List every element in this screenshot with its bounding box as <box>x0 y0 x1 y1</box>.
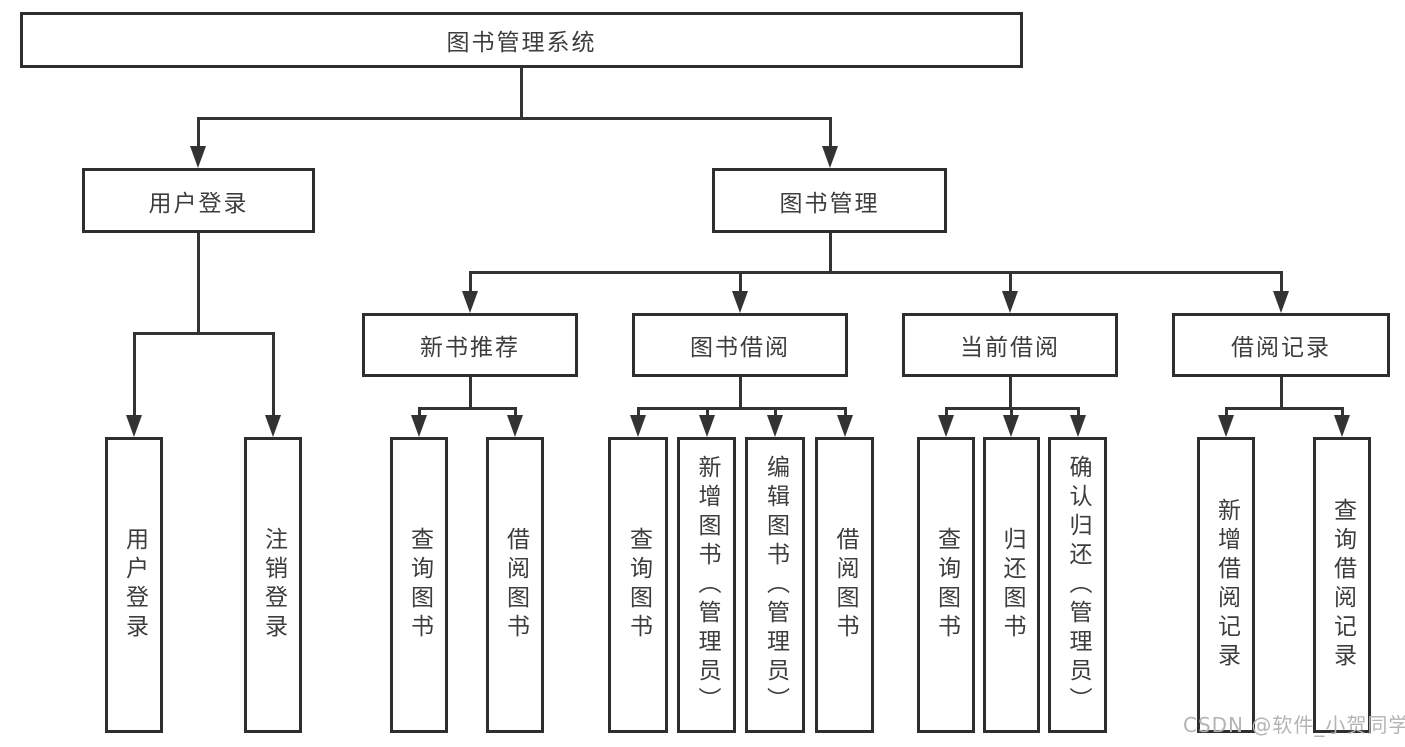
leaf-borrow-add-books-admin-label: 新增图书（管理员） <box>694 454 720 716</box>
leaf-borrow-query-books-label: 查询图书 <box>625 527 652 643</box>
leaf-newbook-borrow-books: 借阅图书 <box>486 437 544 733</box>
leaf-current-query-books: 查询图书 <box>917 437 975 733</box>
leaf-user-login: 用户登录 <box>105 437 163 733</box>
arrow-down-icon <box>1218 415 1234 437</box>
arrow-down-icon <box>699 415 715 437</box>
node-new-book-recommend: 新书推荐 <box>362 313 578 377</box>
leaf-borrow-borrow-books-label: 借阅图书 <box>832 527 858 643</box>
connector-to-leaf-user-login <box>133 332 136 416</box>
connector-book-management-stem <box>829 233 832 272</box>
connector-leaf-stem <box>844 407 847 417</box>
arrow-down-icon <box>1070 415 1086 437</box>
connector-leaf-stem <box>774 407 777 417</box>
arrow-down-icon <box>507 415 523 437</box>
node-new-book-recommend-label: 新书推荐 <box>420 335 520 361</box>
leaf-current-query-books-label: 查询图书 <box>933 527 960 643</box>
leaf-newbook-query-books-label: 查询图书 <box>406 527 433 643</box>
connector-to-new-book-recommend <box>469 271 472 293</box>
arrow-down-icon <box>411 415 427 437</box>
node-book-borrow-label: 图书借阅 <box>690 335 790 361</box>
node-book-borrow: 图书借阅 <box>632 313 848 377</box>
connector-borrow-records-hline <box>1225 407 1344 410</box>
connector-to-user-login-stem <box>197 117 200 147</box>
node-root: 图书管理系统 <box>20 12 1023 68</box>
connector-root-hline <box>197 117 831 120</box>
arrow-down-icon <box>938 415 954 437</box>
leaf-user-login-label: 用户登录 <box>121 527 148 643</box>
connector-leaf-stem <box>418 407 421 417</box>
node-book-management-label: 图书管理 <box>779 190 880 217</box>
node-borrow-records-label: 借阅记录 <box>1231 335 1331 361</box>
connector-to-leaf-logout <box>272 332 275 416</box>
connector-current-borrow-stem <box>1009 377 1012 409</box>
leaf-records-query-record-label: 查询借阅记录 <box>1329 498 1356 672</box>
connector-book-borrow-stem <box>739 377 742 409</box>
connector-book-borrow-hline <box>637 407 847 410</box>
connector-leaf-stem <box>1341 407 1344 417</box>
node-user-login: 用户登录 <box>82 168 315 233</box>
leaf-newbook-query-books: 查询图书 <box>390 437 448 733</box>
connector-root-stem <box>520 68 523 118</box>
node-book-management: 图书管理 <box>712 168 947 233</box>
leaf-current-confirm-return-admin-label: 确认归还（管理员） <box>1065 454 1091 716</box>
connector-user-login-hline <box>133 332 275 335</box>
arrow-down-icon <box>190 146 206 168</box>
arrow-down-icon <box>1002 291 1018 313</box>
leaf-records-query-record: 查询借阅记录 <box>1313 437 1371 733</box>
leaf-borrow-borrow-books: 借阅图书 <box>815 437 874 733</box>
connector-leaf-stem <box>1077 407 1080 417</box>
arrow-down-icon <box>767 415 783 437</box>
connector-leaf-stem <box>637 407 640 417</box>
leaf-borrow-add-books-admin: 新增图书（管理员） <box>677 437 736 733</box>
watermark: CSDN @软件_小贺同学 <box>1183 713 1405 737</box>
connector-leaf-stem <box>1010 407 1013 417</box>
leaf-current-return-books: 归还图书 <box>983 437 1040 733</box>
arrow-down-icon <box>265 415 281 437</box>
leaf-borrow-edit-books-admin: 编辑图书（管理员） <box>745 437 805 733</box>
node-root-label: 图书管理系统 <box>446 30 597 56</box>
connector-to-borrow-records <box>1280 271 1283 293</box>
leaf-borrow-query-books: 查询图书 <box>608 437 668 733</box>
leaf-borrow-edit-books-admin-label: 编辑图书（管理员） <box>762 454 789 716</box>
leaf-current-confirm-return-admin: 确认归还（管理员） <box>1048 437 1107 733</box>
leaf-logout-label: 注销登录 <box>260 527 287 643</box>
arrow-down-icon <box>1273 291 1289 313</box>
connector-borrow-records-stem <box>1280 377 1283 409</box>
connector-to-current-borrow <box>1009 271 1012 293</box>
connector-leaf-stem <box>514 407 517 417</box>
leaf-newbook-borrow-books-label: 借阅图书 <box>502 527 529 643</box>
connector-user-login-stem <box>197 233 200 333</box>
connector-to-book-borrow <box>739 271 742 293</box>
arrow-down-icon <box>1003 415 1019 437</box>
leaf-current-return-books-label: 归还图书 <box>999 527 1025 643</box>
connector-leaf-stem <box>1225 407 1228 417</box>
arrow-down-icon <box>1334 415 1350 437</box>
node-current-borrow: 当前借阅 <box>902 313 1118 377</box>
arrow-down-icon <box>837 415 853 437</box>
connector-new-book-hline <box>418 407 516 410</box>
connector-new-book-stem <box>469 377 472 409</box>
leaf-records-add-record-label: 新增借阅记录 <box>1213 498 1240 672</box>
node-borrow-records: 借阅记录 <box>1172 313 1390 377</box>
arrow-down-icon <box>630 415 646 437</box>
leaf-logout: 注销登录 <box>244 437 302 733</box>
arrow-down-icon <box>732 291 748 313</box>
leaf-records-add-record: 新增借阅记录 <box>1197 437 1255 733</box>
connector-book-management-hline <box>469 271 1283 274</box>
node-user-login-label: 用户登录 <box>148 190 249 217</box>
arrow-down-icon <box>126 415 142 437</box>
arrow-down-icon <box>822 146 838 168</box>
arrow-down-icon <box>462 291 478 313</box>
connector-leaf-stem <box>706 407 709 417</box>
node-current-borrow-label: 当前借阅 <box>960 335 1060 361</box>
connector-to-book-management-stem <box>829 117 832 147</box>
connector-leaf-stem <box>945 407 948 417</box>
